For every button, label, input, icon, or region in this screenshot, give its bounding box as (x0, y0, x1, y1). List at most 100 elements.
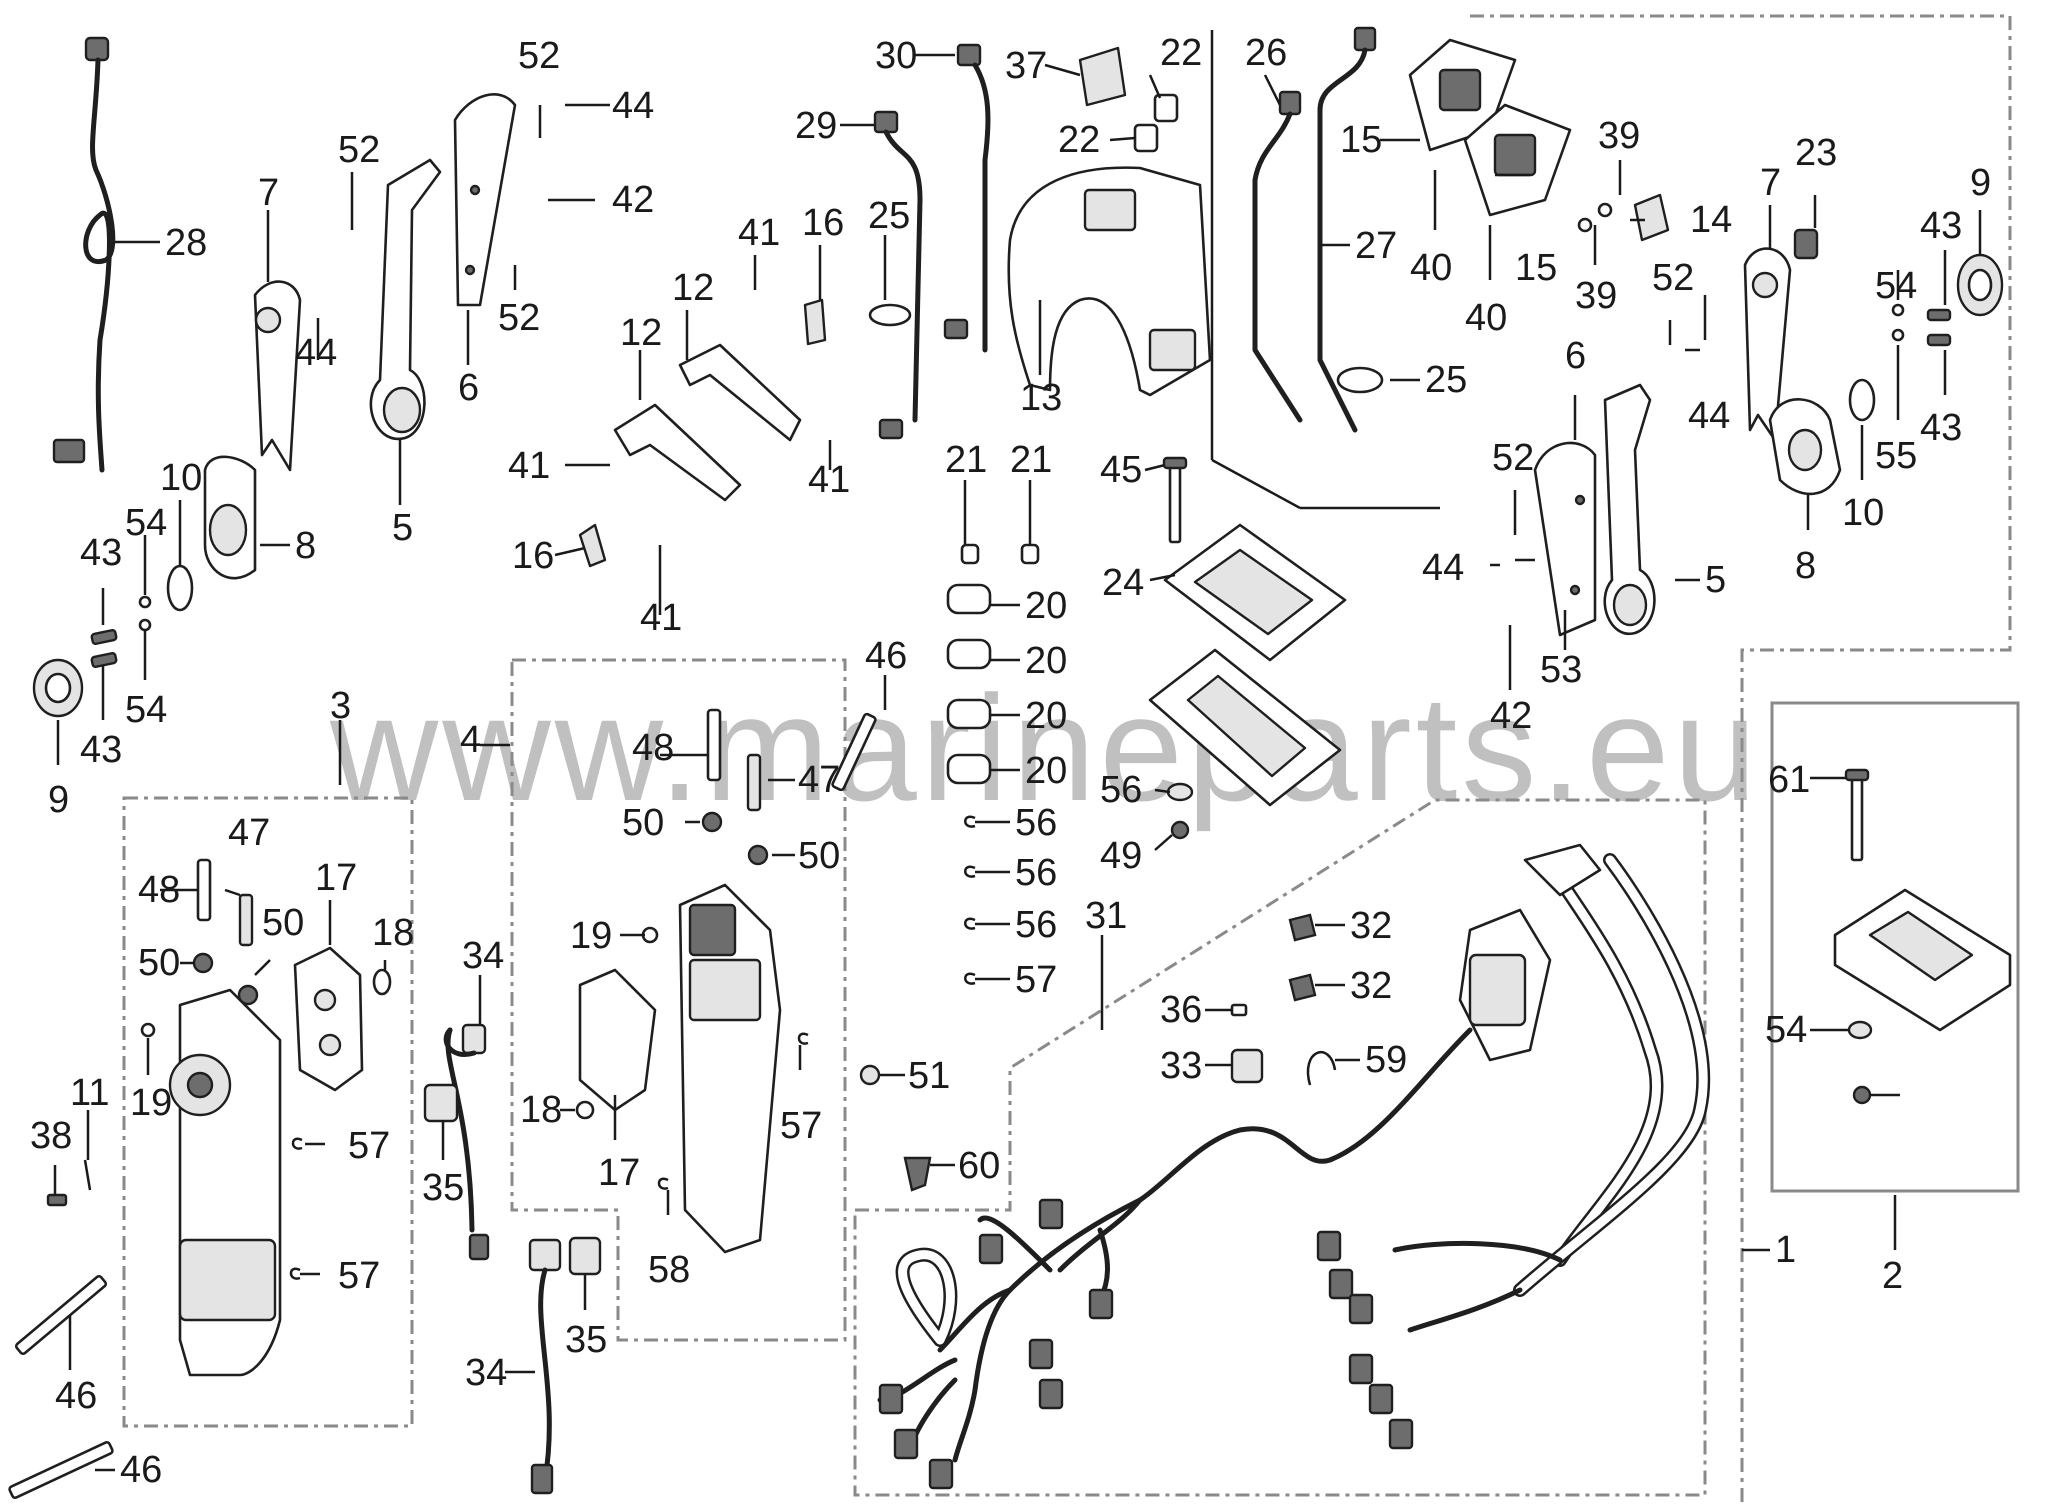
callout-57-a: 57 (348, 1125, 390, 1167)
callout-8-left: 8 (295, 525, 316, 567)
part-10-left-washer (166, 564, 194, 612)
callout-28: 28 (165, 222, 207, 264)
callout-3: 3 (330, 685, 351, 727)
callout-21-b: 21 (1010, 439, 1052, 481)
part-14-39-plate (1577, 193, 1670, 242)
callout-5-left: 5 (392, 507, 413, 549)
part-26-27-harness-right (1252, 26, 1384, 433)
callout-51: 51 (908, 1055, 950, 1097)
callout-52-b: 52 (338, 129, 380, 171)
callout-4: 4 (460, 719, 481, 761)
callout-20-d: 20 (1025, 750, 1067, 792)
part-9-right-ring (1956, 253, 2004, 317)
callout-17-left: 17 (315, 857, 357, 899)
callout-58: 59 (1365, 1039, 1407, 1081)
part-7-right-cover (1743, 247, 1792, 442)
callout-46-c: 46 (120, 1449, 162, 1491)
part-34-35-harness-lower (528, 1236, 602, 1495)
callout-40-a: 40 (1410, 247, 1452, 289)
callout-9-left: 9 (48, 779, 69, 821)
callout-40-b: 40 (1465, 297, 1507, 339)
callout-49: 49 (1100, 835, 1142, 877)
callout-7-left: 7 (258, 172, 279, 214)
callout-22-b: 22 (1058, 119, 1100, 161)
callout-17-right: 17 (598, 1152, 640, 1194)
part-34-35-harness-upper (423, 1023, 490, 1261)
callout-48-left: 48 (138, 869, 180, 911)
callout-43-d: 43 (1920, 407, 1962, 449)
part-23-block (1793, 228, 1819, 260)
callout-54-a: 54 (125, 502, 167, 544)
part-4-control-body (678, 883, 782, 1254)
part-53-61 (1847, 1020, 1873, 1105)
callout-43-a: 43 (80, 532, 122, 574)
callout-20-b: 20 (1025, 640, 1067, 682)
part-51-59 (859, 1064, 932, 1192)
callout-50-d: 50 (262, 902, 304, 944)
callout-52-a: 52 (518, 35, 560, 77)
part-15-switch-lower (1463, 103, 1572, 217)
main-kit-frame (1470, 14, 2012, 1505)
callout-32-a: 32 (1350, 905, 1392, 947)
callout-18-right: 18 (520, 1089, 562, 1131)
callout-56-c: 56 (1015, 904, 1057, 946)
callout-42-right: 42 (1490, 695, 1532, 737)
callout-44-a: 44 (612, 85, 654, 127)
callout-27: 27 (1355, 225, 1397, 267)
callout-2: 2 (1882, 1255, 1903, 1297)
callout-26: 26 (1245, 32, 1287, 74)
callout-45: 45 (1100, 449, 1142, 491)
callout-30: 30 (875, 35, 917, 77)
kit-2-frame (1770, 701, 2020, 1193)
callout-14: 14 (1690, 199, 1732, 241)
callout-41-d: 41 (640, 597, 682, 639)
part-31-main-harness (877, 843, 1711, 1490)
kit-4-frame (510, 658, 847, 1342)
part-43-54-left-screws (90, 595, 152, 669)
part-37-plate (1078, 46, 1127, 107)
callout-labels: 1 2 3 4 5 5 6 6 7 7 8 8 9 9 10 10 11 12 … (30, 32, 1991, 1491)
callout-57-d: 58 (648, 1249, 690, 1291)
divider-line-2 (1211, 458, 1301, 510)
callout-36: 36 (1160, 989, 1202, 1031)
part-10-right-washer (1848, 378, 1876, 422)
callout-9-right: 9 (1970, 162, 1991, 204)
callout-52-c: 52 (498, 297, 540, 339)
callout-54-c: 54 (1875, 265, 1917, 307)
callout-39-b: 39 (1575, 275, 1617, 317)
callout-15-lower: 15 (1515, 247, 1557, 289)
part-12-upper-bracket (678, 343, 802, 442)
callout-35-upper: 35 (422, 1167, 464, 1209)
part-7-left-cover (253, 280, 302, 472)
callout-56-b: 56 (1015, 852, 1057, 894)
callout-5-right: 5 (1705, 559, 1726, 601)
callout-20-a: 20 (1025, 585, 1067, 627)
callout-21-a: 21 (945, 439, 987, 481)
callout-47-left: 47 (228, 812, 270, 854)
callout-41-b: 41 (508, 445, 550, 487)
callout-35-lower: 35 (565, 1319, 607, 1361)
callout-41-c: 41 (808, 459, 850, 501)
callout-24: 24 (1102, 562, 1144, 604)
part-12-lower-bracket (613, 403, 742, 502)
callout-16-upper: 16 (802, 202, 844, 244)
part-57-right-clips (657, 1032, 809, 1190)
callout-29: 29 (795, 105, 837, 147)
callout-23: 23 (1795, 132, 1837, 174)
leader-lines (53, 53, 1982, 1472)
callout-46-b: 46 (55, 1375, 97, 1417)
callout-16-lower: 16 (512, 535, 554, 577)
callout-13: 13 (1020, 377, 1062, 419)
part-6-left-handle (453, 93, 517, 307)
part-kit2-spacer (1833, 888, 2012, 1032)
callout-12-upper: 12 (672, 267, 714, 309)
callout-46-a: 46 (865, 635, 907, 677)
callout-34-lower: 34 (465, 1352, 507, 1394)
callout-48-right: 48 (632, 727, 674, 769)
callout-39-a: 39 (1598, 115, 1640, 157)
callout-60: 61 (1768, 759, 1810, 801)
callout-54-d: 55 (1875, 435, 1917, 477)
part-48-47-50-right-pins (701, 708, 769, 866)
callout-31: 31 (1085, 895, 1127, 937)
